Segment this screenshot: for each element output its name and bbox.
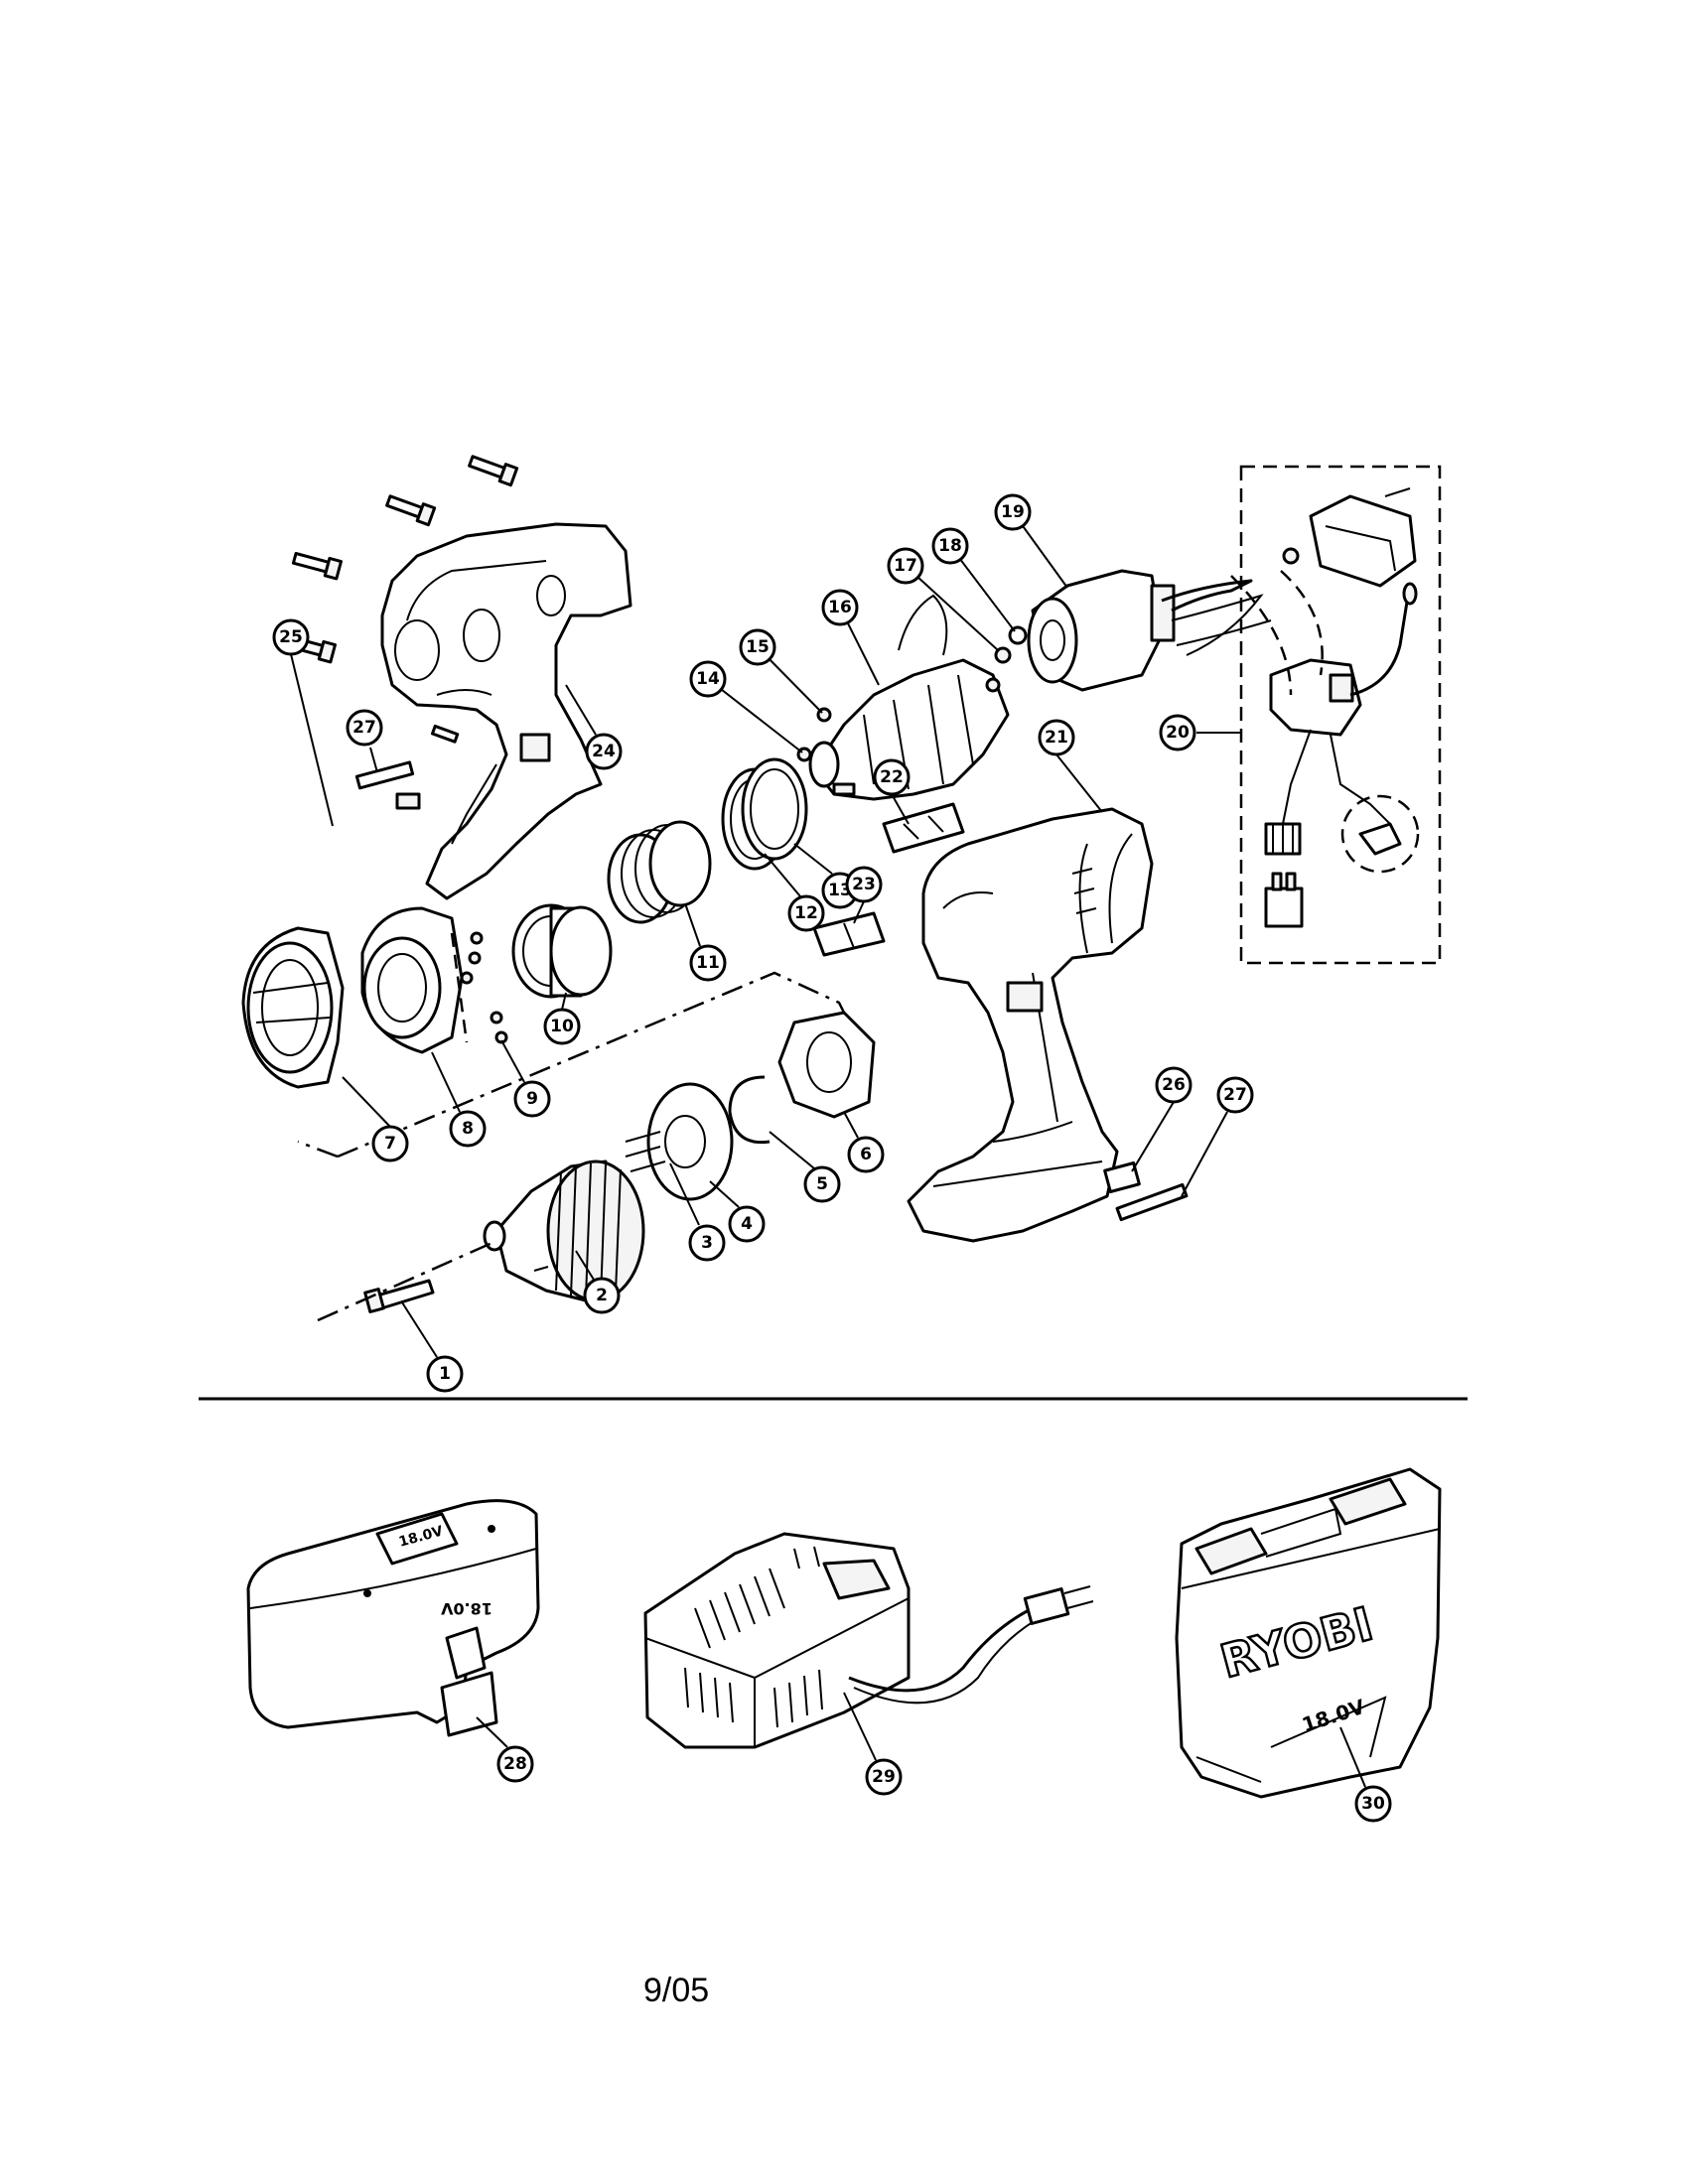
callout-28: 28 (496, 1745, 534, 1783)
svg-text:11: 11 (696, 953, 720, 973)
carry-case: RYOBI 18.0V (1175, 1467, 1442, 1799)
svg-text:3: 3 (701, 1233, 713, 1253)
svg-text:18: 18 (938, 536, 962, 556)
svg-text:19: 19 (1001, 502, 1025, 522)
motor (1027, 569, 1272, 692)
callout-29: 29 (865, 1758, 903, 1796)
spindle-pins (625, 1131, 666, 1172)
gearbox (796, 594, 1010, 801)
svg-text:17: 17 (894, 556, 917, 576)
washer-plate (646, 1082, 734, 1201)
svg-text:22: 22 (880, 767, 904, 787)
bearing-plate (777, 1011, 876, 1119)
svg-text:7: 7 (384, 1134, 396, 1154)
callout-27-clip: 27 (1216, 1076, 1254, 1114)
clutch-ring (360, 906, 469, 1054)
callout-18: 18 (931, 527, 969, 565)
callout-26: 26 (1155, 1066, 1193, 1104)
svg-text:30: 30 (1361, 1794, 1385, 1814)
ring-gear (511, 903, 613, 999)
svg-text:12: 12 (794, 903, 818, 923)
battery-charger (643, 1532, 1094, 1749)
belt-clip-parts (1103, 1160, 1189, 1222)
retaining-ring (728, 1075, 771, 1145)
left-housing-half (380, 522, 632, 900)
callout-27-housing: 27 (346, 709, 383, 747)
svg-text:1: 1 (439, 1364, 451, 1384)
svg-text:16: 16 (828, 598, 852, 617)
callout-25: 25 (272, 618, 310, 656)
svg-text:29: 29 (872, 1767, 896, 1787)
svg-text:6: 6 (860, 1145, 872, 1164)
svg-text:25: 25 (279, 627, 303, 647)
callout-19: 19 (994, 493, 1032, 531)
svg-text:15: 15 (746, 637, 770, 657)
wire-connector-small (354, 760, 421, 810)
switch-assembly (1230, 487, 1420, 928)
chuck-screw (363, 1279, 435, 1313)
svg-text:26: 26 (1162, 1075, 1186, 1095)
callouts: 1 2 3 4 5 6 7 8 9 10 11 12 13 14 15 16 1… (272, 493, 1392, 1823)
svg-text:28: 28 (503, 1754, 527, 1774)
switch-assembly-box (1239, 465, 1442, 965)
motor-pinion (985, 625, 1028, 693)
callout-6: 6 (847, 1136, 885, 1173)
label-plate-22 (882, 802, 965, 854)
callout-20: 20 (1159, 714, 1196, 751)
label-plate-23 (812, 911, 886, 957)
callout-30: 30 (1354, 1785, 1392, 1823)
svg-text:20: 20 (1166, 723, 1190, 743)
svg-text:14: 14 (696, 669, 720, 689)
callout-21: 21 (1038, 719, 1075, 756)
svg-text:24: 24 (592, 742, 616, 761)
svg-text:5: 5 (816, 1174, 828, 1194)
svg-text:27: 27 (1223, 1085, 1247, 1105)
revision-date: 9/05 (643, 1972, 710, 2009)
callout-15: 15 (739, 628, 776, 666)
svg-text:27: 27 (352, 718, 376, 738)
callout-17: 17 (887, 547, 924, 585)
spindle-axis (317, 1239, 497, 1322)
clutch-balls (460, 931, 508, 1044)
svg-text:21: 21 (1045, 728, 1068, 748)
callout-3: 3 (688, 1224, 726, 1262)
keyless-chuck (483, 1160, 645, 1302)
right-housing-half (907, 807, 1154, 1243)
svg-text:2: 2 (596, 1286, 608, 1305)
gear-case-cover (241, 926, 345, 1089)
svg-text:4: 4 (741, 1214, 753, 1234)
battery-side-voltage: 18.0V (440, 1599, 491, 1618)
callout-9: 9 (513, 1080, 551, 1118)
callout-1: 1 (426, 1355, 464, 1393)
spring (607, 820, 712, 924)
callout-2: 2 (583, 1277, 621, 1314)
svg-text:9: 9 (526, 1089, 538, 1109)
callout-22: 22 (873, 758, 911, 796)
svg-text:10: 10 (550, 1017, 574, 1036)
battery-pack: 18.0V 18.0V (246, 1499, 540, 1737)
callout-14: 14 (689, 660, 727, 698)
callout-10: 10 (543, 1008, 581, 1045)
callout-4: 4 (728, 1205, 766, 1243)
callout-5: 5 (803, 1165, 841, 1203)
svg-text:23: 23 (852, 875, 876, 894)
callout-8: 8 (449, 1110, 487, 1148)
callout-24: 24 (585, 733, 623, 770)
callout-11: 11 (689, 944, 727, 982)
svg-text:8: 8 (462, 1119, 474, 1139)
washer-rings (721, 757, 808, 871)
callout-12: 12 (787, 894, 825, 932)
callout-16: 16 (821, 589, 859, 626)
callout-7: 7 (371, 1125, 409, 1162)
callout-23: 23 (845, 866, 883, 903)
